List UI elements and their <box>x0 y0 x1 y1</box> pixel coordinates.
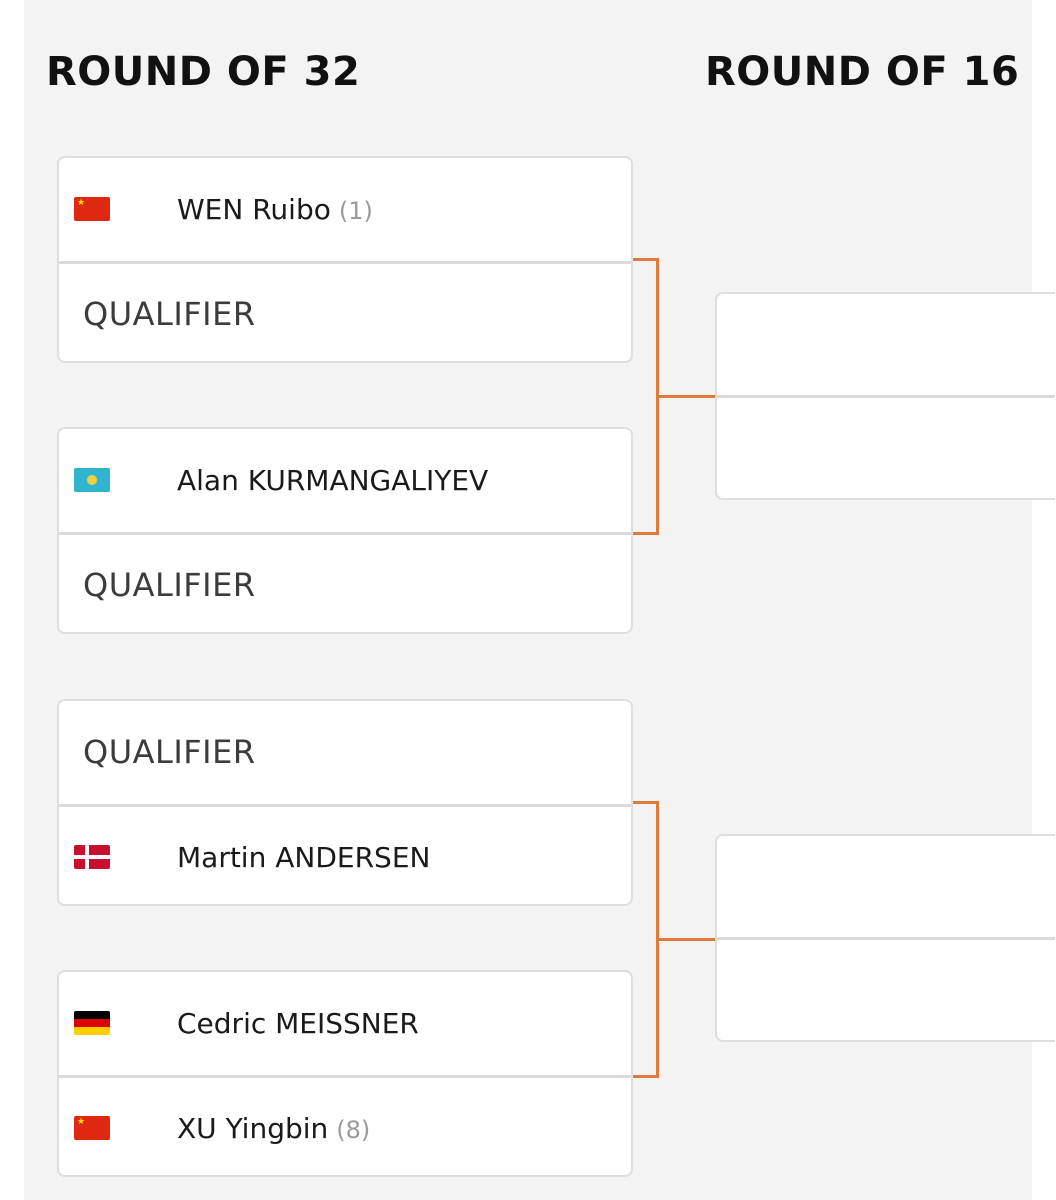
player-slot-meissner[interactable]: Cedric MEISSNER <box>59 972 631 1074</box>
bracket-connector-2 <box>633 801 659 1078</box>
match-card-2[interactable]: Alan KURMANGALIYEV QUALIFIER <box>57 427 633 634</box>
player-slot-andersen[interactable]: Martin ANDERSEN <box>59 804 631 904</box>
player-slot-kurmangaliyev[interactable]: Alan KURMANGALIYEV <box>59 429 631 531</box>
qualifier-label: QUALIFIER <box>83 733 256 771</box>
player-name: XU Yingbin(8) <box>177 1111 371 1145</box>
match-card-3[interactable]: QUALIFIER Martin ANDERSEN <box>57 699 633 906</box>
china-flag-icon: ★ <box>74 1116 110 1140</box>
china-flag-icon: ★ <box>74 197 110 221</box>
player-name: Cedric MEISSNER <box>177 1006 419 1040</box>
player-name: WEN Ruibo(1) <box>177 192 373 226</box>
germany-flag-icon <box>74 1011 110 1035</box>
kazakhstan-flag-icon <box>74 468 110 492</box>
slot-divider <box>717 937 1055 940</box>
player-slot-wen-ruibo[interactable]: ★ WEN Ruibo(1) <box>59 158 631 260</box>
qualifier-slot[interactable]: QUALIFIER <box>59 261 631 361</box>
seed-label: (1) <box>338 196 373 225</box>
bracket-connector-stub-2 <box>658 938 716 941</box>
qualifier-slot[interactable]: QUALIFIER <box>59 532 631 632</box>
player-name: Alan KURMANGALIYEV <box>177 463 489 497</box>
qualifier-label: QUALIFIER <box>83 566 256 604</box>
bracket-connector-1 <box>633 258 659 535</box>
seed-label: (8) <box>336 1115 371 1144</box>
match-card-4[interactable]: Cedric MEISSNER ★ XU Yingbin(8) <box>57 970 633 1177</box>
player-slot-xu-yingbin[interactable]: ★ XU Yingbin(8) <box>59 1075 631 1175</box>
round-of-32-heading: ROUND OF 32 <box>46 49 361 95</box>
player-name: Martin ANDERSEN <box>177 840 431 874</box>
match-card-1[interactable]: ★ WEN Ruibo(1) QUALIFIER <box>57 156 633 363</box>
qualifier-slot[interactable]: QUALIFIER <box>59 701 631 803</box>
bracket-connector-stub-1 <box>658 395 716 398</box>
round-of-16-heading: ROUND OF 16 <box>705 49 1020 95</box>
slot-divider <box>717 395 1055 398</box>
denmark-flag-icon <box>74 845 110 869</box>
r16-match-card-2[interactable] <box>715 834 1055 1042</box>
qualifier-label: QUALIFIER <box>83 295 256 333</box>
r16-match-card-1[interactable] <box>715 292 1055 500</box>
